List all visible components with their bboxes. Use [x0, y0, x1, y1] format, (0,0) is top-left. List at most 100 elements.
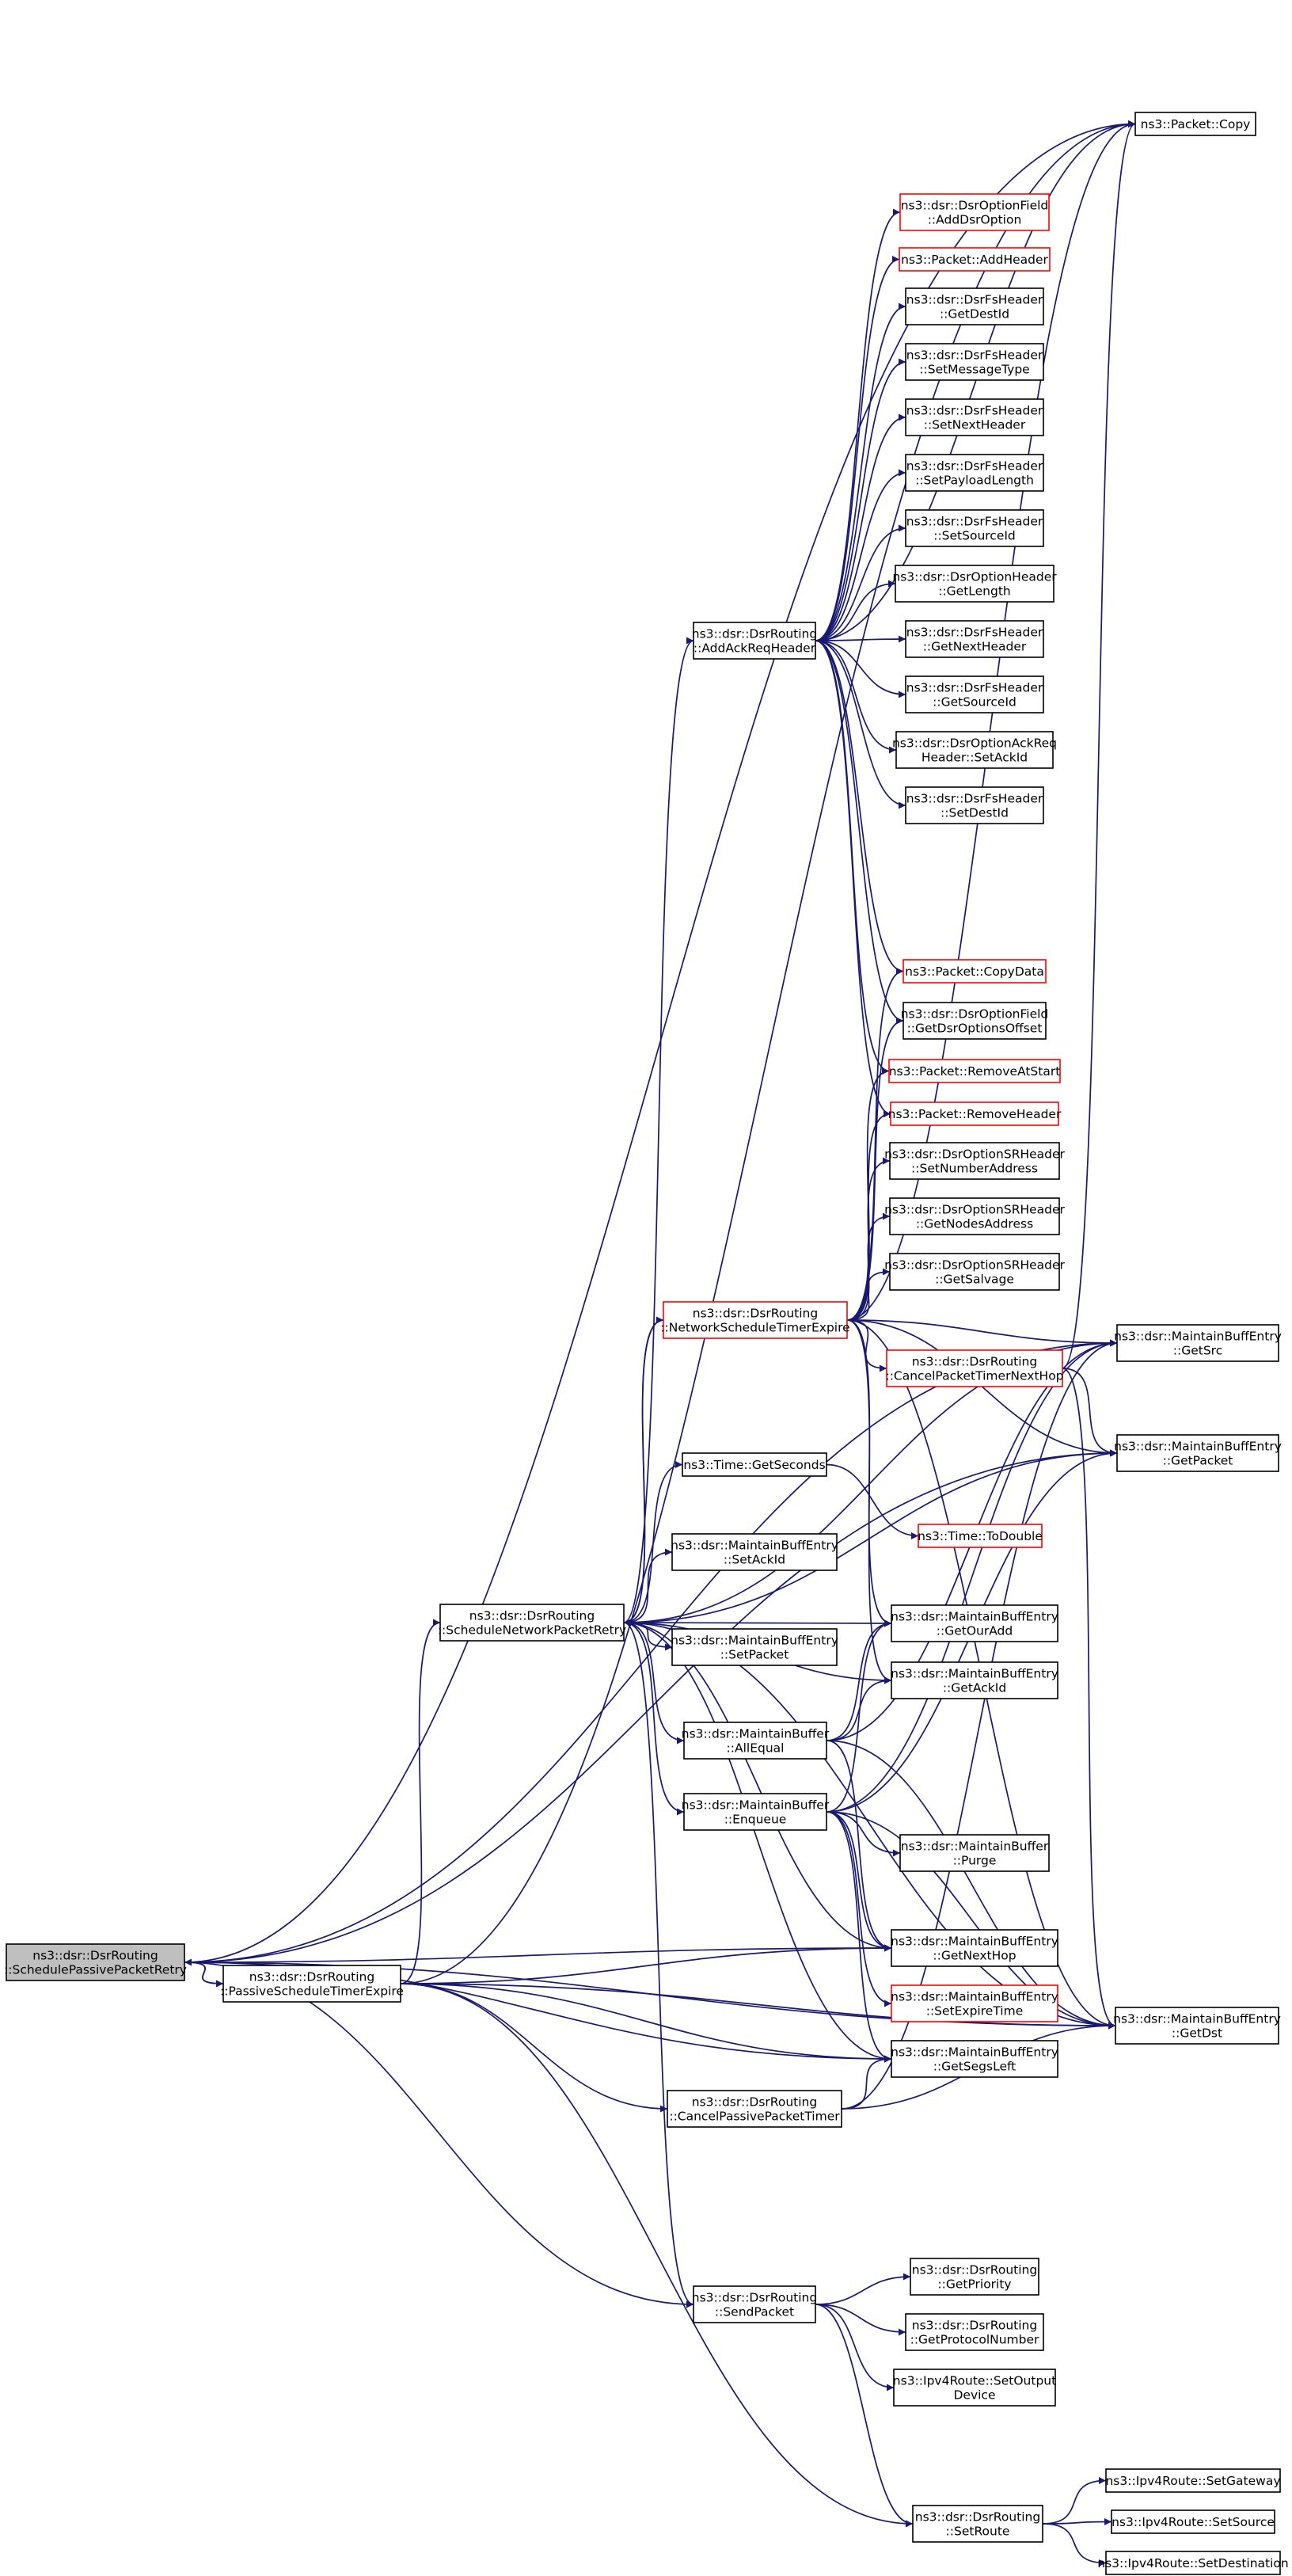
node-sr-set-number-address[interactable]: ns3::dsr::DsrOptionSRHeader::SetNumberAd… [884, 1142, 1066, 1180]
node-mbe-set-expire-time[interactable]: ns3::dsr::MaintainBuffEntry::SetExpireTi… [891, 1984, 1058, 2022]
node-set-gateway[interactable]: ns3::Ipv4Route::SetGateway [1105, 2468, 1281, 2493]
edge-set-route-to-set-destination [1042, 2523, 1107, 2566]
node-send-packet[interactable]: ns3::dsr::DsrRouting::SendPacket [692, 2285, 817, 2323]
node-sr-get-nodes-address[interactable]: ns3::dsr::DsrOptionSRHeader::GetNodesAdd… [884, 1197, 1066, 1235]
edge-send-packet-to-set-route [815, 2304, 914, 2528]
node-fs-set-payload-length[interactable]: ns3::dsr::DsrFsHeader::SetPayloadLength [905, 454, 1044, 492]
node-set-source[interactable]: ns3::Ipv4Route::SetSource [1111, 2509, 1275, 2534]
node-label: ::GetDestId [940, 307, 1009, 322]
edge-schedule-passive-packet-retry-to-packet-copy [184, 120, 1136, 1963]
node-label: ns3::dsr::DsrFsHeader [906, 681, 1043, 695]
node-mb-enqueue[interactable]: ns3::dsr::MaintainBuffer::Enqueue [682, 1793, 830, 1831]
node-box [891, 1604, 1058, 1642]
edge-send-packet-to-get-priority [815, 2273, 911, 2305]
node-mbe-get-our-add[interactable]: ns3::dsr::MaintainBuffEntry::GetOurAdd [891, 1604, 1058, 1642]
node-label: ::GetNextHop [933, 1949, 1016, 1963]
node-schedule-network-packet-retry[interactable]: ns3::dsr::DsrRouting::ScheduleNetworkPac… [438, 1604, 626, 1642]
node-fs-set-source-id[interactable]: ns3::dsr::DsrFsHeader::SetSourceId [905, 509, 1044, 547]
node-mbe-set-packet[interactable]: ns3::dsr::MaintainBuffEntry::SetPacket [671, 1628, 838, 1666]
edge-add-ack-req-header-to-get-dsr-options-offset [815, 640, 904, 1025]
node-opt-get-length[interactable]: ns3::dsr::DsrOptionHeader::GetLength [892, 565, 1057, 603]
node-add-header[interactable]: ns3::Packet::AddHeader [899, 247, 1051, 272]
node-add-dsr-option[interactable]: ns3::dsr::DsrOptionField::AddDsrOption [899, 193, 1050, 231]
node-label: Device [953, 2388, 995, 2403]
node-mbe-get-packet[interactable]: ns3::dsr::MaintainBuffEntry::GetPacket [1114, 1434, 1282, 1472]
node-sr-get-salvage[interactable]: ns3::dsr::DsrOptionSRHeader::GetSalvage [884, 1253, 1066, 1291]
node-label: ns3::dsr::MaintainBuffer [682, 1798, 830, 1813]
node-fs-set-message-type[interactable]: ns3::dsr::DsrFsHeader::SetMessageType [905, 343, 1044, 381]
node-box [889, 1253, 1060, 1291]
node-box [1111, 2509, 1275, 2534]
edge-add-ack-req-header-to-fs-set-message-type [815, 358, 906, 641]
node-label: ::CancelPassivePacketTimer [669, 2110, 840, 2124]
node-network-schedule-timer-expire[interactable]: ns3::dsr::DsrRouting::NetworkScheduleTim… [660, 1301, 850, 1339]
node-box [905, 509, 1044, 547]
node-ack-req-set-ack-id[interactable]: ns3::dsr::DsrOptionAckReqHeader::SetAckI… [892, 731, 1057, 769]
node-fs-get-next-header[interactable]: ns3::dsr::DsrFsHeader::GetNextHeader [905, 620, 1044, 658]
node-label: ns3::dsr::MaintainBuffEntry [1113, 2012, 1281, 2026]
edge-mb-enqueue-to-mbe-get-dst [826, 1811, 1116, 2030]
node-fs-get-source-id[interactable]: ns3::dsr::DsrFsHeader::GetSourceId [905, 675, 1044, 713]
node-box [891, 1984, 1058, 2022]
edge-schedule-network-packet-retry-to-add-ack-req-header [623, 637, 694, 1623]
node-label: ::AllEqual [727, 1741, 785, 1756]
node-label: ::GetProtocolNumber [910, 2333, 1039, 2347]
node-cancel-passive-packet-timer[interactable]: ns3::dsr::DsrRouting::CancelPassivePacke… [667, 2090, 842, 2128]
node-schedule-passive-packet-retry[interactable]: ns3::dsr::DsrRouting::SchedulePassivePac… [4, 1943, 187, 1981]
node-mbe-get-next-hop[interactable]: ns3::dsr::MaintainBuffEntry::GetNextHop [891, 1929, 1058, 1967]
node-set-destination[interactable]: ns3::Ipv4Route::SetDestination [1097, 2551, 1289, 2575]
node-remove-header[interactable]: ns3::Packet::RemoveHeader [888, 1102, 1062, 1126]
node-mbe-set-ack-id[interactable]: ns3::dsr::MaintainBuffEntry::SetAckId [671, 1533, 838, 1571]
node-passive-schedule-timer-expire[interactable]: ns3::dsr::DsrRouting::PassiveScheduleTim… [220, 1965, 404, 2003]
node-label: ::AddDsrOption [928, 213, 1022, 227]
node-label: ns3::dsr::DsrOptionAckReq [892, 736, 1057, 751]
node-label: ns3::Packet::Copy [1141, 117, 1251, 131]
node-mbe-get-dst[interactable]: ns3::dsr::MaintainBuffEntry::GetDst [1113, 2007, 1281, 2045]
node-fs-set-dest-id[interactable]: ns3::dsr::DsrFsHeader::SetDestId [905, 786, 1044, 824]
node-box [912, 2505, 1043, 2543]
edge-passive-schedule-timer-expire-to-set-route [400, 1983, 914, 2528]
node-copy-data[interactable]: ns3::Packet::CopyData [902, 959, 1047, 984]
node-mb-purge[interactable]: ns3::dsr::MaintainBuffer::Purge [899, 1834, 1050, 1872]
node-label: ns3::dsr::DsrOptionSRHeader [884, 1203, 1065, 1217]
edge-schedule-network-packet-retry-to-mbe-set-ack-id [623, 1548, 673, 1623]
node-label: ns3::dsr::DsrOptionSRHeader [884, 1147, 1065, 1162]
node-cancel-packet-timer-next-hop[interactable]: ns3::dsr::DsrRouting::CancelPacketTimerN… [885, 1349, 1064, 1387]
node-remove-at-start[interactable]: ns3::Packet::RemoveAtStart [888, 1059, 1061, 1083]
node-label: ns3::Packet::RemoveHeader [888, 1107, 1062, 1121]
edge-set-route-to-set-gateway [1042, 2477, 1107, 2525]
node-mbe-get-segs-left[interactable]: ns3::dsr::MaintainBuffEntry::GetSegsLeft [891, 2040, 1058, 2078]
edge-mb-enqueue-to-mbe-set-expire-time [826, 1811, 892, 2007]
node-label: ns3::Ipv4Route::SetGateway [1105, 2474, 1280, 2488]
node-box [891, 1661, 1058, 1699]
node-time-to-double[interactable]: ns3::Time::ToDouble [918, 1524, 1043, 1548]
edge-passive-schedule-timer-expire-to-packet-copy [400, 120, 1136, 1984]
node-fs-set-next-header[interactable]: ns3::dsr::DsrFsHeader::SetNextHeader [905, 398, 1044, 436]
node-packet-copy[interactable]: ns3::Packet::Copy [1134, 112, 1256, 136]
node-box [910, 2258, 1039, 2296]
node-box [905, 786, 1044, 824]
edge-mb-enqueue-to-mbe-get-segs-left [826, 1811, 892, 2063]
edge-send-packet-to-set-output-device [815, 2304, 895, 2391]
node-mb-all-equal[interactable]: ns3::dsr::MaintainBuffer::AllEqual [682, 1722, 830, 1760]
node-get-dsr-options-offset[interactable]: ns3::dsr::DsrOptionField::GetDsrOptionsO… [901, 1002, 1049, 1040]
edge-mb-all-equal-to-mbe-get-ack-id [826, 1676, 892, 1741]
node-set-route[interactable]: ns3::dsr::DsrRouting::SetRoute [912, 2505, 1043, 2543]
node-get-priority[interactable]: ns3::dsr::DsrRouting::GetPriority [910, 2258, 1039, 2296]
edge-add-ack-req-header-to-fs-set-dest-id [815, 640, 906, 809]
node-box [1116, 1434, 1279, 1472]
node-mbe-get-src[interactable]: ns3::dsr::MaintainBuffEntry::GetSrc [1114, 1324, 1282, 1362]
node-layer: ns3::dsr::DsrRouting::SchedulePassivePac… [4, 112, 1289, 2575]
node-label: ns3::Ipv4Route::SetSource [1112, 2515, 1275, 2529]
edge-add-ack-req-header-to-ack-req-set-ack-id [815, 640, 897, 754]
node-label: ::PassiveScheduleTimerExpire [220, 1984, 404, 1999]
node-time-get-seconds[interactable]: ns3::Time::GetSeconds [682, 1452, 827, 1477]
node-fs-get-dest-id[interactable]: ns3::dsr::DsrFsHeader::GetDestId [905, 287, 1044, 325]
node-mbe-get-ack-id[interactable]: ns3::dsr::MaintainBuffEntry::GetAckId [891, 1661, 1058, 1699]
node-label: ns3::dsr::DsrFsHeader [906, 404, 1043, 418]
node-box [895, 565, 1054, 603]
node-get-protocol-number[interactable]: ns3::dsr::DsrRouting::GetProtocolNumber [905, 2313, 1044, 2351]
node-add-ack-req-header[interactable]: ns3::dsr::DsrRouting::AddAckReqHeader [692, 622, 817, 660]
